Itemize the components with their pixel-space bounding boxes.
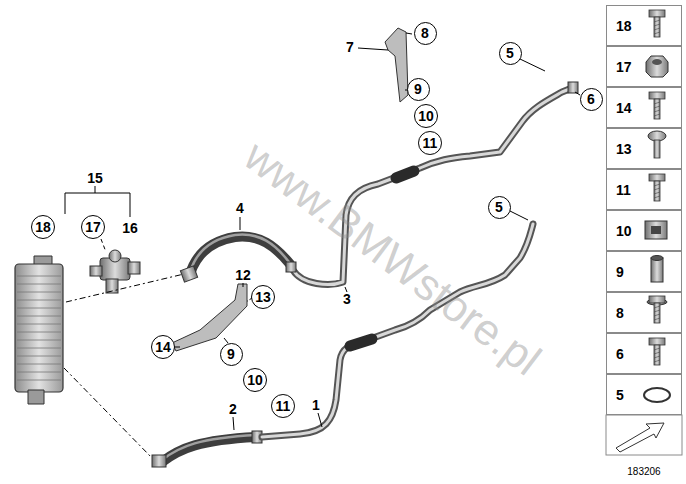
callout-circle: 8 xyxy=(414,22,437,45)
callout-number: 18 xyxy=(616,19,632,33)
part-number: 1 xyxy=(311,398,321,412)
callout-number: 17 xyxy=(616,60,632,74)
parts-panel-icons xyxy=(606,10,682,455)
callout-number: 9 xyxy=(227,347,235,361)
callout-number: 13 xyxy=(616,142,632,156)
part-cell: 18 xyxy=(606,5,682,46)
callout-circle: 5 xyxy=(499,42,522,65)
group-bracket xyxy=(65,186,130,217)
leader-lines xyxy=(175,33,580,430)
callout-number: 11 xyxy=(616,183,631,197)
callout-number: 9 xyxy=(414,82,422,96)
part-cell: 17 xyxy=(606,46,682,87)
callout-number: 5 xyxy=(506,46,514,60)
callout-circle: 9 xyxy=(220,343,243,366)
callout-number: 5 xyxy=(495,200,503,214)
callout-number: 6 xyxy=(587,92,595,106)
callout-circle: 10 xyxy=(243,368,268,393)
part-cell: 5 xyxy=(606,374,682,415)
part-number: 15 xyxy=(86,171,104,185)
hose xyxy=(162,435,256,462)
callout-number: 13 xyxy=(255,290,271,304)
part-number: 4 xyxy=(235,201,245,215)
callout-number: 11 xyxy=(276,399,291,413)
callout-number: 9 xyxy=(616,265,624,279)
callout-number: 10 xyxy=(247,373,263,387)
callout-number: 14 xyxy=(616,101,632,115)
callout-circle: 11 xyxy=(271,394,295,418)
callout-number: 10 xyxy=(418,109,434,123)
part-number: 7 xyxy=(345,40,355,54)
callout-circle: 13 xyxy=(251,285,276,310)
callout-circle: 6 xyxy=(580,88,603,111)
callout-circle: 9 xyxy=(407,78,430,101)
callout-number: 14 xyxy=(155,340,171,354)
thermostat-valve xyxy=(90,250,140,293)
part-cell: 6 xyxy=(606,333,682,374)
callout-number: 17 xyxy=(85,220,101,234)
callout-number: 6 xyxy=(616,347,624,361)
assembly-lines xyxy=(64,239,252,460)
part-cell: 14 xyxy=(606,87,682,128)
part-cell: 11 xyxy=(606,169,682,210)
callout-number: 8 xyxy=(421,26,429,40)
oil-cooler xyxy=(15,256,63,404)
callout-circle: 11 xyxy=(418,131,442,155)
callout-number: 5 xyxy=(616,388,624,402)
callout-circle: 10 xyxy=(414,104,439,129)
part-number: 16 xyxy=(121,221,139,235)
part-cell: 13 xyxy=(606,128,682,169)
diagram-number: 183206 xyxy=(626,467,661,477)
callout-circle: 5 xyxy=(488,196,511,219)
part-cell: 10 xyxy=(606,210,682,251)
part-number: 3 xyxy=(342,292,352,306)
part-cell: 8 xyxy=(606,292,682,333)
callout-number: 18 xyxy=(35,220,51,234)
callout-circle: 18 xyxy=(31,215,56,240)
callout-number: 8 xyxy=(616,306,624,320)
callout-circle: 17 xyxy=(81,215,106,240)
bracket xyxy=(385,28,408,102)
bracket xyxy=(172,284,247,351)
part-number: 2 xyxy=(228,402,238,416)
part-number: 12 xyxy=(234,268,252,282)
callout-circle: 14 xyxy=(151,335,176,360)
callout-number: 10 xyxy=(616,224,632,238)
part-cell: 9 xyxy=(606,251,682,292)
callout-number: 11 xyxy=(423,136,438,150)
